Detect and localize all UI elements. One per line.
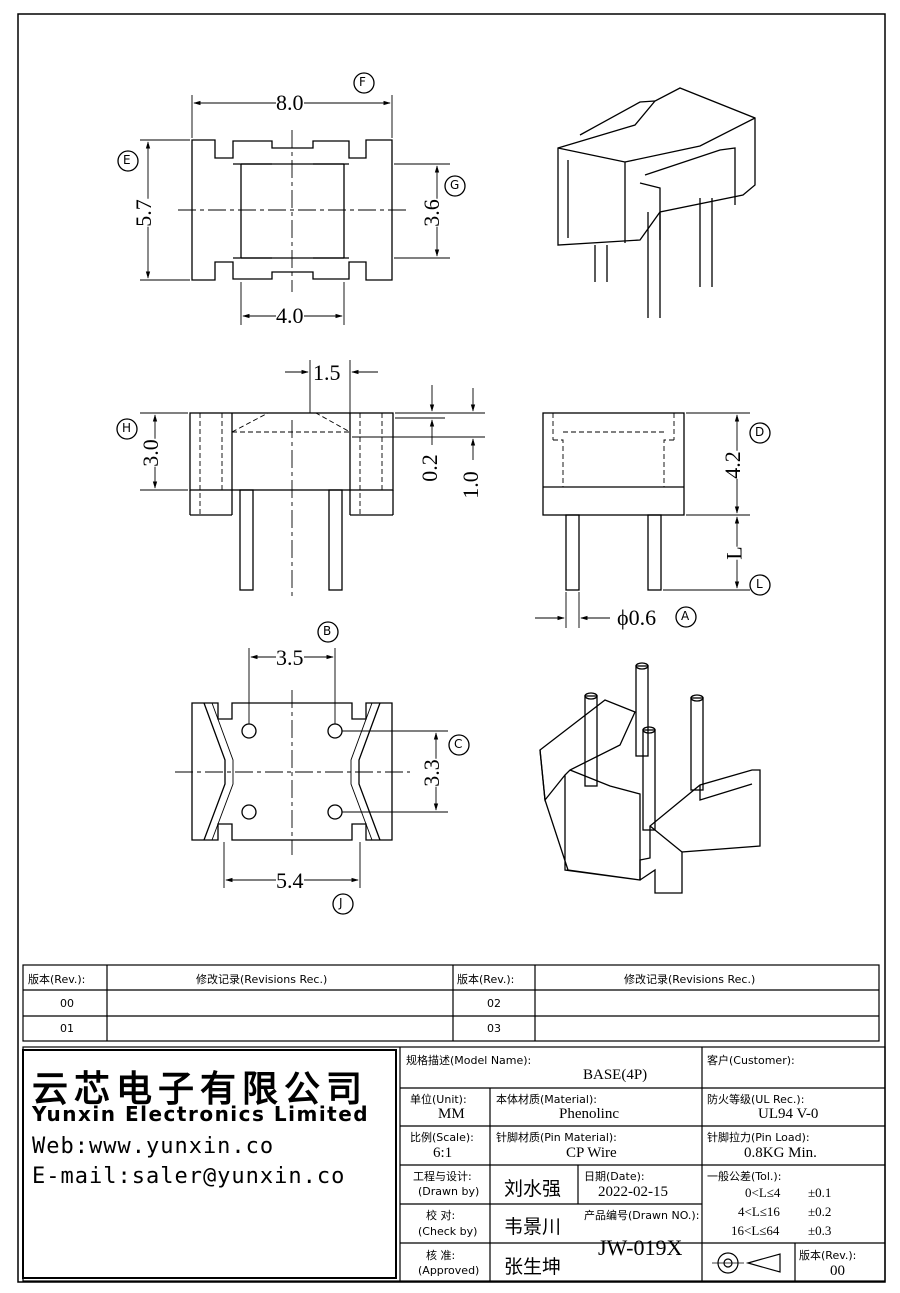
top-width-dim: 8.0 — [276, 90, 304, 116]
check-label-cn: 校 对: — [426, 1209, 456, 1222]
pin-material-label: 针脚材质(Pin Material): — [496, 1131, 617, 1144]
rev-row-right: 03 — [487, 1022, 501, 1035]
side-view — [535, 412, 771, 628]
ul-label: 防火等级(UL Rec.): — [707, 1093, 805, 1106]
date-label: 日期(Date): — [584, 1170, 645, 1183]
approved-value: 张生坤 — [504, 1256, 562, 1278]
pin-material-value: CP Wire — [566, 1145, 617, 1161]
top-height-dim: 5.7 — [130, 199, 157, 227]
rev-label: 版本(Rev.): — [799, 1249, 857, 1262]
material-label: 本体材质(Material): — [496, 1093, 597, 1106]
tolerance-value: ±0.2 — [808, 1204, 832, 1219]
rev-row-left: 00 — [60, 997, 74, 1010]
bottom-pin-spacing-y-dim: 3.3 — [418, 759, 445, 787]
company-web: Web:www.yunxin.co — [32, 1134, 275, 1159]
rev-row-right: 02 — [487, 997, 501, 1010]
tolerance-range: 16<L≤64 — [731, 1223, 780, 1238]
check-label-en: (Check by) — [418, 1225, 478, 1238]
sheet-border — [17, 13, 886, 1283]
tolerance-value: ±0.1 — [808, 1185, 832, 1200]
model-label: 规格描述(Model Name): — [406, 1054, 532, 1067]
callout-g: G — [450, 178, 460, 192]
rev-header-left: 版本(Rev.): — [28, 973, 86, 986]
side-height-dim: 4.2 — [719, 451, 746, 479]
bottom-width-dim: 5.4 — [276, 868, 304, 894]
date-value: 2022-02-15 — [598, 1184, 668, 1200]
rev-row-left: 01 — [60, 1022, 74, 1035]
front-view — [116, 360, 485, 600]
approved-label-en: (Approved) — [418, 1264, 480, 1277]
scale-value: 6:1 — [433, 1145, 453, 1161]
callout-b: B — [323, 624, 332, 638]
rec-header-right: 修改记录(Revisions Rec.) — [624, 973, 756, 986]
scale-label: 比例(Scale): — [410, 1131, 474, 1144]
company-name-cn: 云芯电子有限公司 — [32, 1069, 369, 1110]
iso-view-bottom — [539, 662, 761, 894]
callout-d: D — [755, 425, 765, 439]
callout-h: H — [122, 421, 132, 435]
drawing-no-label: 产品编号(Drawn NO.): — [584, 1209, 700, 1222]
company-email: E-mail:saler@yunxin.co — [32, 1164, 346, 1189]
callout-f: F — [359, 75, 366, 89]
callout-l: L — [756, 577, 763, 591]
drawn-label-en: (Drawn by) — [418, 1185, 480, 1198]
front-slot-dim: 1.5 — [313, 360, 341, 385]
approved-label-cn: 核 准: — [426, 1249, 456, 1262]
tolerance-range: 4<L≤16 — [738, 1204, 780, 1219]
material-value: Phenolinc — [559, 1106, 619, 1122]
side-pin-length-dim: L — [721, 546, 748, 560]
revision-table — [22, 964, 880, 1042]
callout-e: E — [123, 153, 131, 167]
front-height-dim: 3.0 — [137, 439, 164, 467]
drawn-label-cn: 工程与设计: — [413, 1170, 472, 1183]
unit-value: MM — [438, 1106, 465, 1122]
drawing-no-value: JW-019X — [598, 1235, 683, 1260]
tolerance-value: ±0.3 — [808, 1223, 832, 1238]
pin-load-value: 0.8KG Min. — [744, 1145, 817, 1161]
front-step-small-dim: 0.2 — [416, 454, 442, 482]
bottom-pin-spacing-x-dim: 3.5 — [276, 645, 304, 671]
tolerance-label: 一般公差(Tol.): — [707, 1170, 782, 1183]
rec-header-left: 修改记录(Revisions Rec.) — [196, 973, 328, 986]
customer-label: 客户(Customer): — [707, 1054, 795, 1067]
top-view — [117, 72, 466, 325]
callout-a: A — [681, 609, 690, 623]
top-inner-height-dim: 3.6 — [418, 199, 445, 227]
check-value: 韦景川 — [504, 1216, 562, 1238]
callout-j: J — [339, 896, 343, 910]
company-name-en: Yunxin Electronics Limited — [32, 1102, 370, 1126]
unit-label: 单位(Unit): — [410, 1093, 467, 1106]
iso-view-top — [557, 87, 756, 318]
bottom-view — [175, 621, 470, 915]
ul-value: UL94 V-0 — [758, 1106, 819, 1122]
pin-load-label: 针脚拉力(Pin Load): — [707, 1131, 810, 1144]
rev-value: 00 — [830, 1263, 845, 1279]
pin-diameter-dim: ϕ0.6 — [617, 605, 657, 630]
front-step-large-dim: 1.0 — [457, 471, 483, 499]
model-value: BASE(4P) — [583, 1067, 648, 1083]
tolerance-range: 0<L≤4 — [745, 1185, 781, 1200]
top-inner-width-dim: 4.0 — [276, 303, 304, 329]
rev-header-right: 版本(Rev.): — [457, 973, 515, 986]
drawn-value: 刘水强 — [504, 1178, 562, 1200]
callout-c: C — [454, 737, 463, 751]
